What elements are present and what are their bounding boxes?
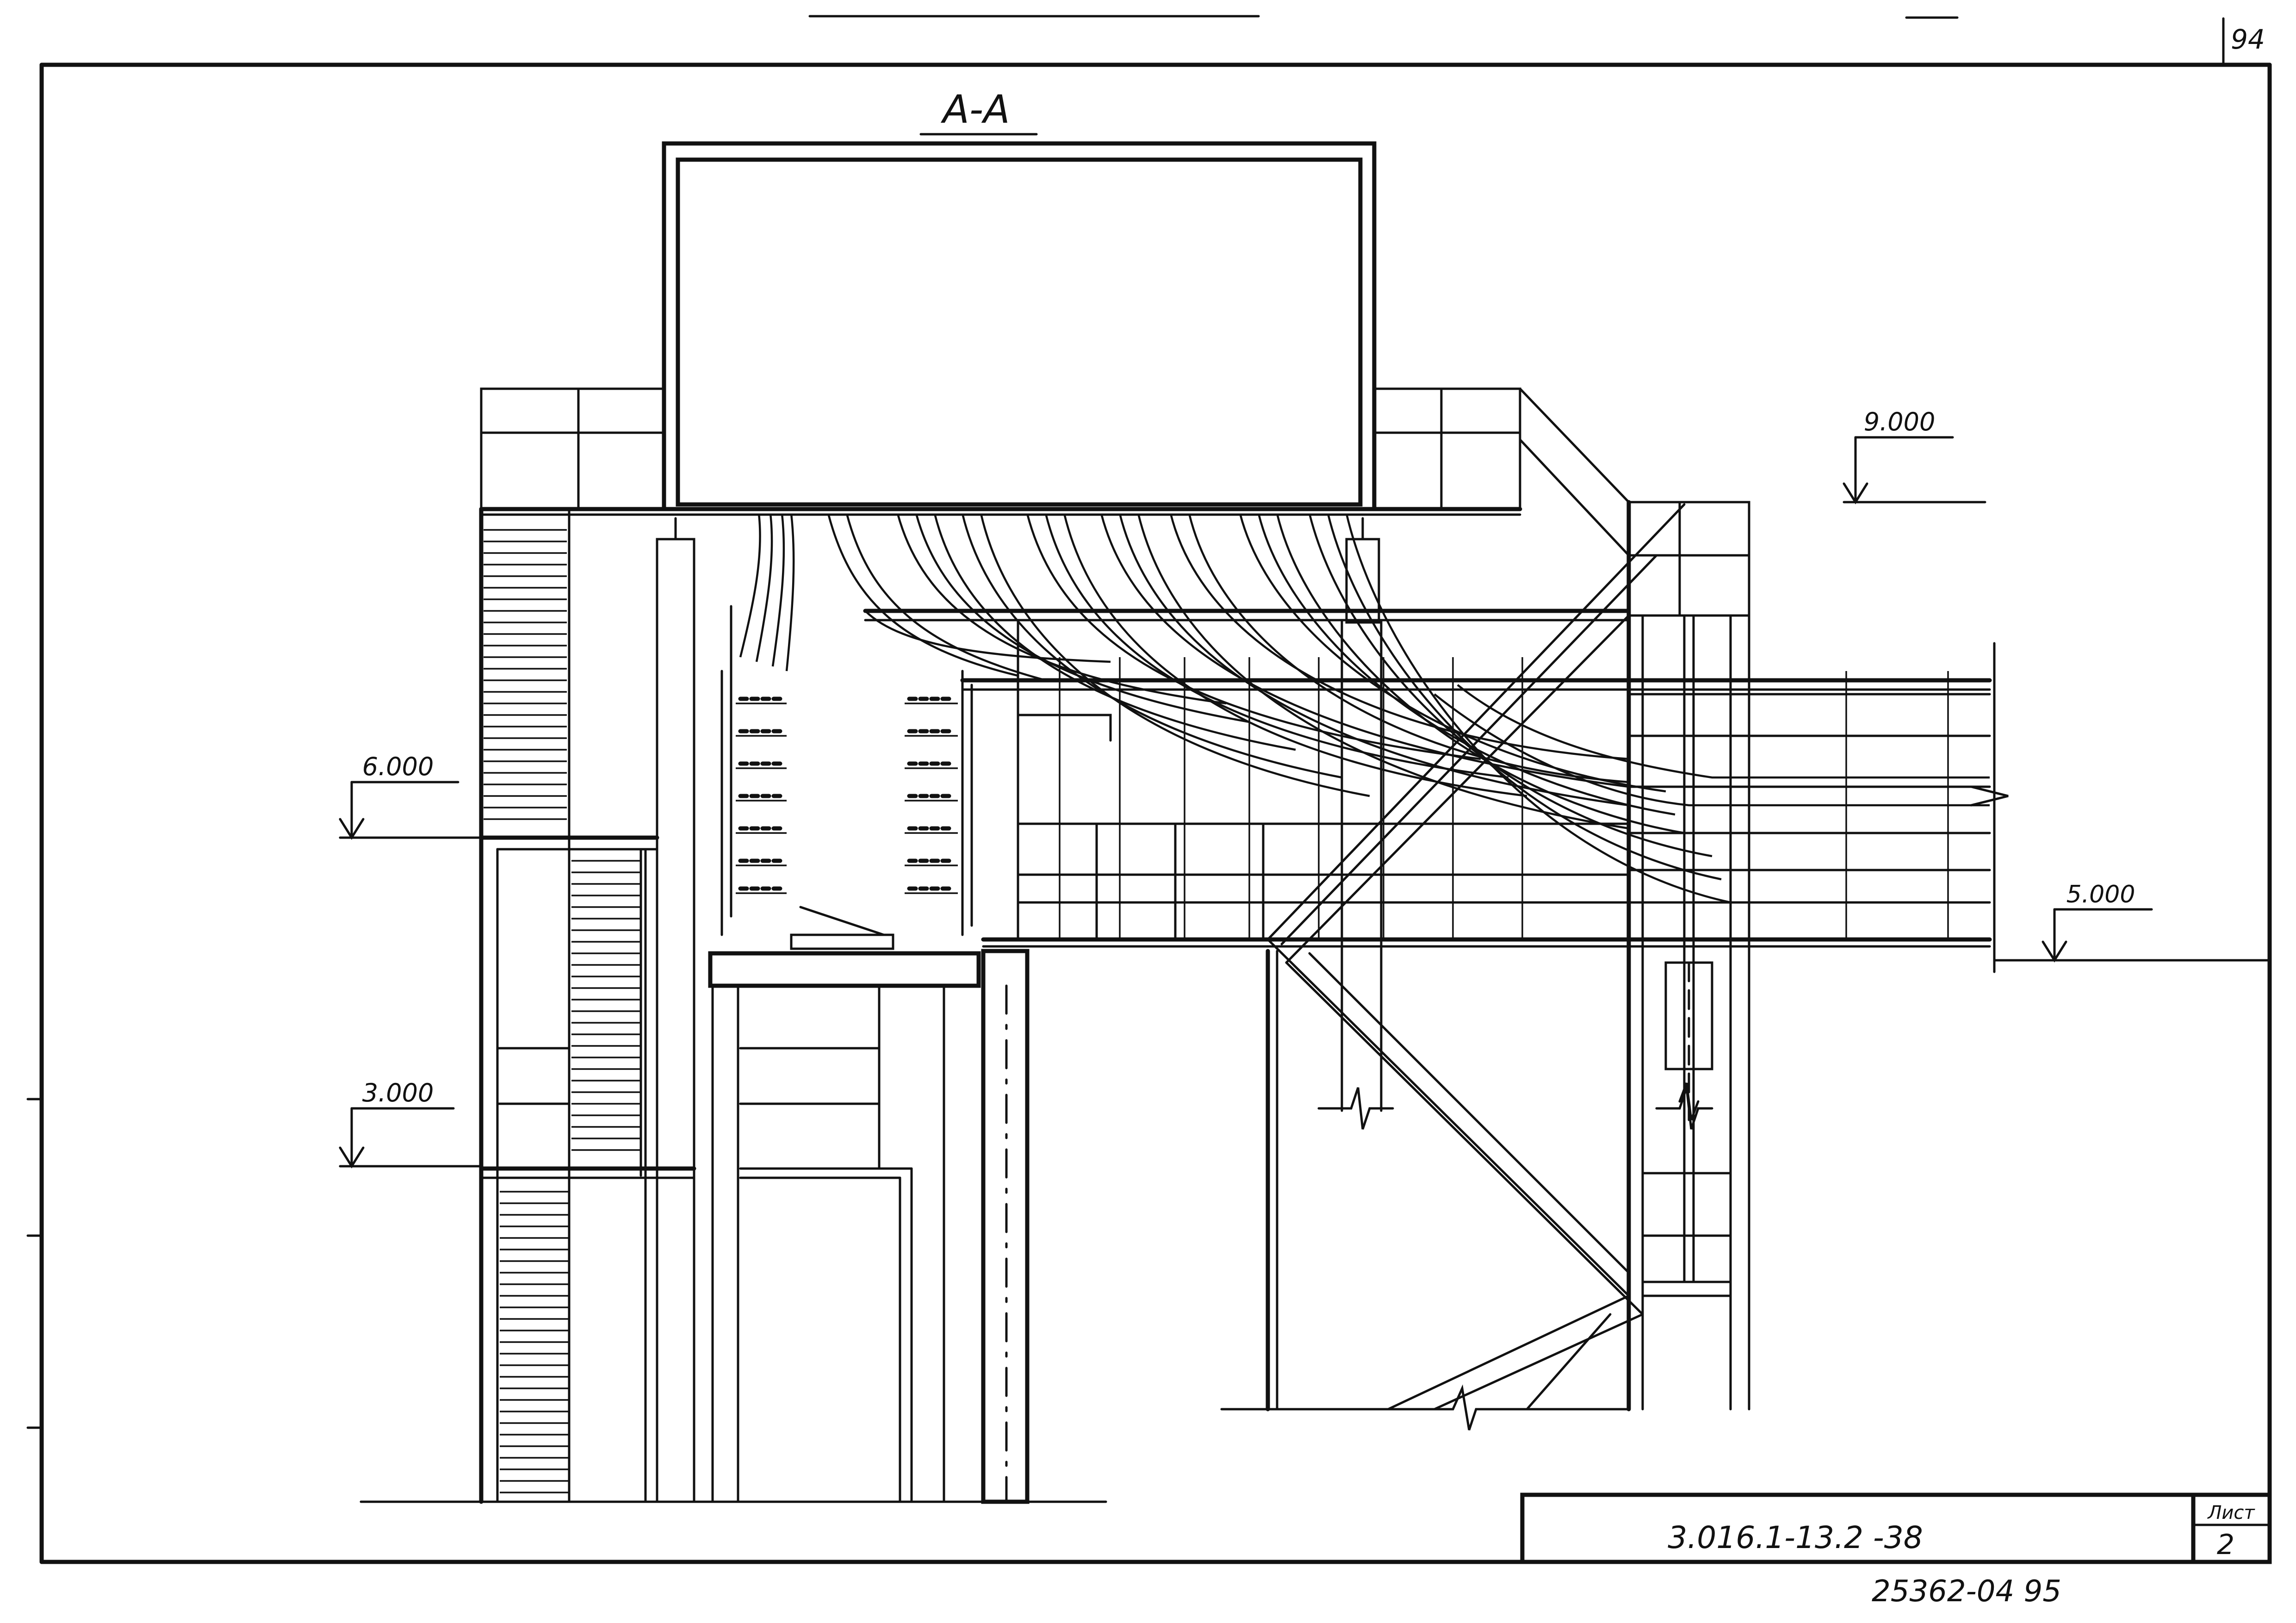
top-bays [479,387,1522,516]
elevation-right-mid: 5.000 [2066,881,2135,908]
elevation-left-mid: 6.000 [362,752,434,781]
drawing-frame [26,15,2272,1564]
vertical-cable-trays [720,513,973,936]
stair-treads-left [484,529,641,1493]
cable-bundle [827,513,1990,904]
sheet-label: Лист [2207,1502,2255,1524]
central-structure [656,517,1380,1504]
elevation-upper-right: 9.000 [1864,407,1936,436]
sheet-number: 2 [2217,1529,2234,1561]
top-equipment-box [662,141,1377,511]
horizontal-gallery [863,609,2009,973]
right-tower [1220,387,1750,1430]
title-block [1520,1492,2272,1564]
left-structure [360,507,1107,1504]
inventory-number: 25362-04 95 [1872,1574,2061,1609]
elevation-mark-right-mid [1993,908,2271,963]
section-label: А-А [940,87,1010,132]
document-designation: 3.016.1-13.2 -38 [1668,1520,1923,1555]
elevation-mark-left-low [339,1107,483,1169]
elevation-left-low: 3.000 [362,1078,434,1107]
elevation-mark-upper-right [1843,436,1986,504]
page-number: 94 [2231,24,2265,55]
elevation-mark-left-mid [339,781,483,840]
